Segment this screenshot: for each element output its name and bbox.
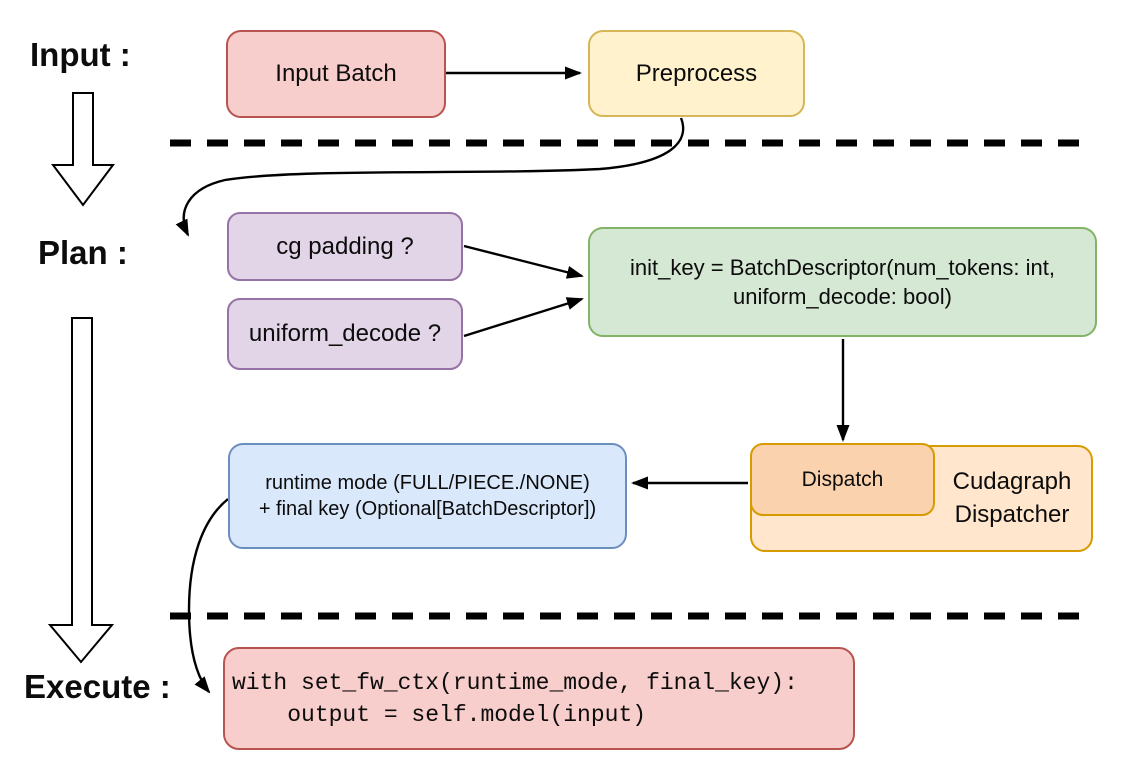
node-uniform-decode: uniform_decode ? [227, 298, 463, 370]
phase-label-plan: Plan : [38, 234, 128, 271]
node-preprocess: Preprocess [588, 30, 805, 117]
node-dispatch: Dispatch [750, 443, 935, 516]
phase-label-execute: Execute : [24, 668, 171, 705]
arrow-cg-padding-to-init-key [463, 244, 584, 279]
node-runtime-mode: runtime mode (FULL/PIECE./NONE) + final … [228, 443, 627, 549]
node-cg-padding: cg padding ? [227, 212, 463, 281]
phase-label-input: Input : [30, 36, 131, 73]
node-execute-code: with set_fw_ctx(runtime_mode, final_key)… [223, 647, 855, 750]
arrow-uniform-decode-to-init-key [463, 297, 584, 338]
phase-arrow-input-to-plan [51, 92, 115, 207]
node-input-batch: Input Batch [226, 30, 446, 118]
node-init-key: init_key = BatchDescriptor(num_tokens: i… [588, 227, 1097, 337]
cudagraph-dispatcher-label: Cudagraph Dispatcher [952, 468, 1072, 528]
phase-arrow-plan-to-execute [47, 317, 115, 664]
